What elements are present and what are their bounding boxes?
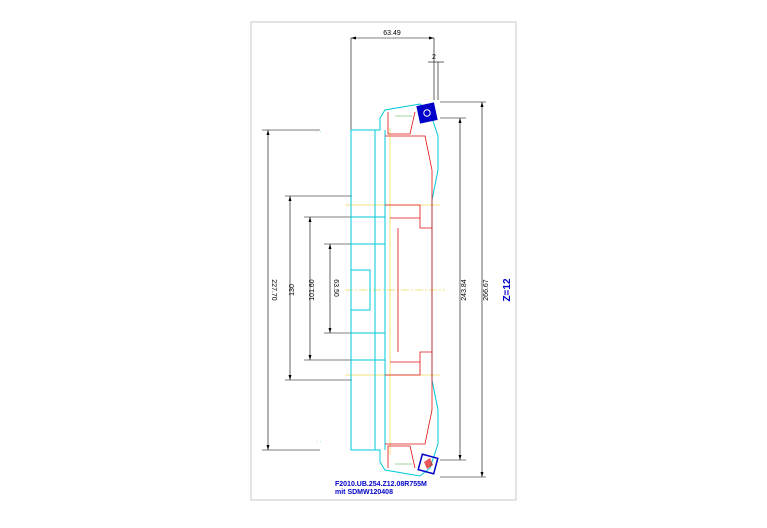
- pocket-bottom: [387, 445, 416, 469]
- arrow-head: [266, 445, 270, 450]
- arrow-head: [458, 455, 462, 460]
- arrow-head: [328, 244, 332, 249]
- arrow-head: [308, 355, 312, 360]
- teeth-count-label: Z=12: [502, 278, 513, 302]
- dim-label-101-60: 101.60: [309, 279, 316, 301]
- dim-label-63-49: 63.49: [383, 30, 401, 37]
- dim-label-130: 130: [289, 284, 296, 296]
- marker-dots: · ·: [316, 129, 322, 135]
- inner-section-outline: [385, 135, 433, 445]
- sheet-frame: [250, 21, 517, 501]
- arrow-head: [328, 328, 332, 333]
- dim-label-2: 2: [432, 54, 436, 61]
- arrow-head: [288, 375, 292, 380]
- inner-step-top: [385, 204, 432, 229]
- dim-label-227-70: 227.70: [270, 279, 277, 301]
- arrow-head: [266, 130, 270, 135]
- keyway-outline: [351, 269, 371, 311]
- pocket-top: [387, 111, 416, 135]
- arrow-head: [308, 217, 312, 222]
- arrow-head: [288, 196, 292, 201]
- arrow-head: [458, 118, 462, 123]
- inner-step-bottom: [385, 351, 432, 376]
- insert-top: [416, 102, 438, 124]
- part-number-label: F2010.UB.254.Z12.08R755M: [335, 481, 427, 488]
- marker-dots: · ·: [316, 439, 322, 445]
- arrow-head: [480, 472, 484, 477]
- insert-bottom: [417, 453, 439, 475]
- dim-label-63-50: 63.50: [332, 279, 339, 297]
- insert-spec-label: mit SDMW120408: [335, 489, 393, 496]
- arrow-head: [480, 102, 484, 107]
- dim-label-243-84: 243.84: [461, 279, 468, 301]
- arrow-head: [429, 36, 434, 40]
- dim-label-266-67: 266.67: [483, 279, 490, 301]
- arrow-head: [351, 36, 356, 40]
